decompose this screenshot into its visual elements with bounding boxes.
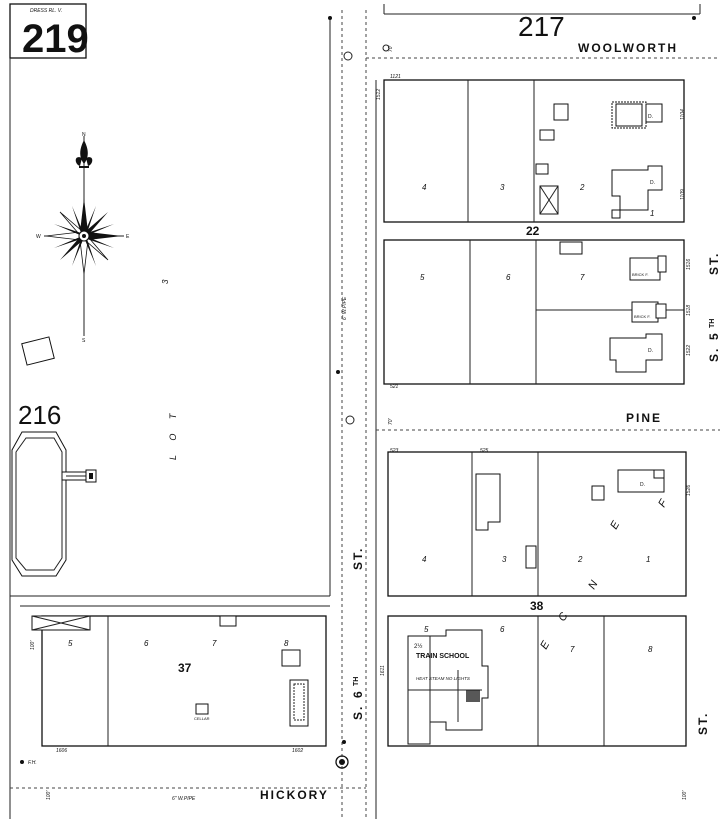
b22-lot-5: 5 [420,273,425,282]
b37-cellar-label: CELLAR [194,716,210,721]
large-lot-3: 3 L O T [21,279,178,460]
street-name-s6th: S. 6 TH [351,677,365,720]
s5th-number: 5 [707,331,720,340]
frontage-70-woolworth: 70' [388,44,394,52]
frontage-100-right: 100' [682,790,688,800]
train-school-building: 2½ TRAIN SCHOOL HEAT STEAM NO LIGHTS [407,629,489,745]
water-main-label-bottom: 6" W.PIPE [172,796,196,802]
s6th-number: 6 [351,689,365,698]
street-name-hickory: HICKORY [260,788,329,802]
adjacent-sheet-216: 216 [11,400,97,577]
b38-lot-6: 6 [500,625,505,634]
water-main-label-vertical: 6" W.PIPE [342,296,348,320]
b22-house-1-label: D. [648,114,653,120]
fence-letter-1: F [656,497,670,510]
address-1522: 1522 [686,345,692,356]
block-22: 22 4 3 2 1 5 6 7 D. D. BRICK F. BRICK F.… [383,79,685,385]
hydrant-markers: F.H. [20,16,696,766]
address-numbers: 1121 1104 1109 1512 1516 1518 1522 1526 … [56,74,692,754]
fence-letter-4: C [556,611,570,624]
adjacent-sheet-number-left: 216 [18,400,61,430]
large-lot-word: L O T [168,408,178,460]
page-number-box: DRESS RL. V. 219 [9,3,89,61]
address-1611: 1611 [380,665,386,676]
b38-lot-3: 3 [502,555,507,564]
b37-lot-7: 7 [212,639,217,648]
block-38: 38 4 3 2 1 5 6 7 8 D. 2½ TRAIN SCHOOL HE… [387,451,687,747]
address-1606: 1606 [56,748,67,754]
b38-house-label: D. [640,482,645,488]
b37-lot-5: 5 [68,639,73,648]
address-523: 523 [390,448,399,454]
frontage-100-bottom: 100' [46,790,52,800]
block-37: 37 5 6 7 8 CELLAR [31,615,327,747]
s5th-suffix: TH [709,319,716,328]
address-1526: 1526 [686,485,692,496]
b38-lot-4: 4 [422,555,427,564]
small-shed [21,336,55,366]
address-1518: 1518 [686,305,692,316]
fence-letter-3: N [586,579,600,592]
b22-house-2-label: D. [650,180,655,186]
block-number-38: 38 [530,599,544,613]
street-name-woolworth: WOOLWORTH [578,41,678,55]
page-number: 219 [22,17,89,61]
b22-brick-1-label: BRICK F. [632,272,648,277]
address-525: 525 [480,448,489,454]
compass-east: E [126,234,130,240]
b37-lot-6: 6 [144,639,149,648]
compass-west: W [36,234,41,240]
address-1512: 1512 [376,89,382,100]
b22-brick-2-label: BRICK F. [634,314,650,319]
s5th-s: S. [707,347,720,362]
page-caption: DRESS RL. V. [30,8,62,14]
fence-letter-5: E [538,639,552,652]
b22-lot-3: 3 [500,183,505,192]
b22-lot-2: 2 [579,183,585,192]
s6th-s: S. [351,705,365,720]
address-521: 521 [390,384,399,390]
s6th-suffix: TH [353,677,360,686]
b22-lot-1: 1 [650,209,654,218]
adjacent-sheet-number-top: 217 [518,11,565,42]
address-1109: 1109 [680,189,686,200]
block-number-37: 37 [178,661,192,675]
b22-lot-6: 6 [506,273,511,282]
b22-house-3-label: D. [648,348,653,354]
address-1602: 1602 [292,748,303,754]
b38-lot-2: 2 [577,555,583,564]
address-1104: 1104 [680,109,686,120]
fence-letter-2: E [608,519,622,532]
s5th-st-lower: ST. [696,712,710,735]
address-1516: 1516 [686,259,692,270]
hydrant-label: F.H. [28,760,37,766]
frontage-100-left: 100' [30,640,36,650]
b38-lot-8: 8 [648,645,653,654]
school-name: TRAIN SCHOOL [416,653,470,660]
compass-rose: N S E W [36,132,130,344]
s6th-st: ST. [351,547,365,570]
frontage-70-pine: 70' [388,417,394,425]
b38-lot-1: 1 [646,555,650,564]
address-1121: 1121 [390,74,401,80]
street-name-pine: PINE [626,411,662,425]
compass-south: S [82,338,86,344]
b38-lot-7: 7 [570,645,575,654]
adjacent-sheet-217: 217 [383,4,701,42]
b37-lot-8: 8 [284,639,289,648]
school-floors: 2½ [414,643,422,650]
b38-lot-5: 5 [424,625,429,634]
large-lot-number: 3 [161,279,170,284]
street-name-s5th: S. 5 TH [707,319,720,362]
b22-lot-4: 4 [422,183,427,192]
s5th-st: ST. [707,252,720,275]
compass-north: N [82,132,86,138]
block-number-22: 22 [526,224,540,238]
street-sign-circles [335,44,390,769]
b22-lot-7: 7 [580,273,585,282]
school-notes: HEAT STEAM NO LIGHTS [416,676,470,681]
